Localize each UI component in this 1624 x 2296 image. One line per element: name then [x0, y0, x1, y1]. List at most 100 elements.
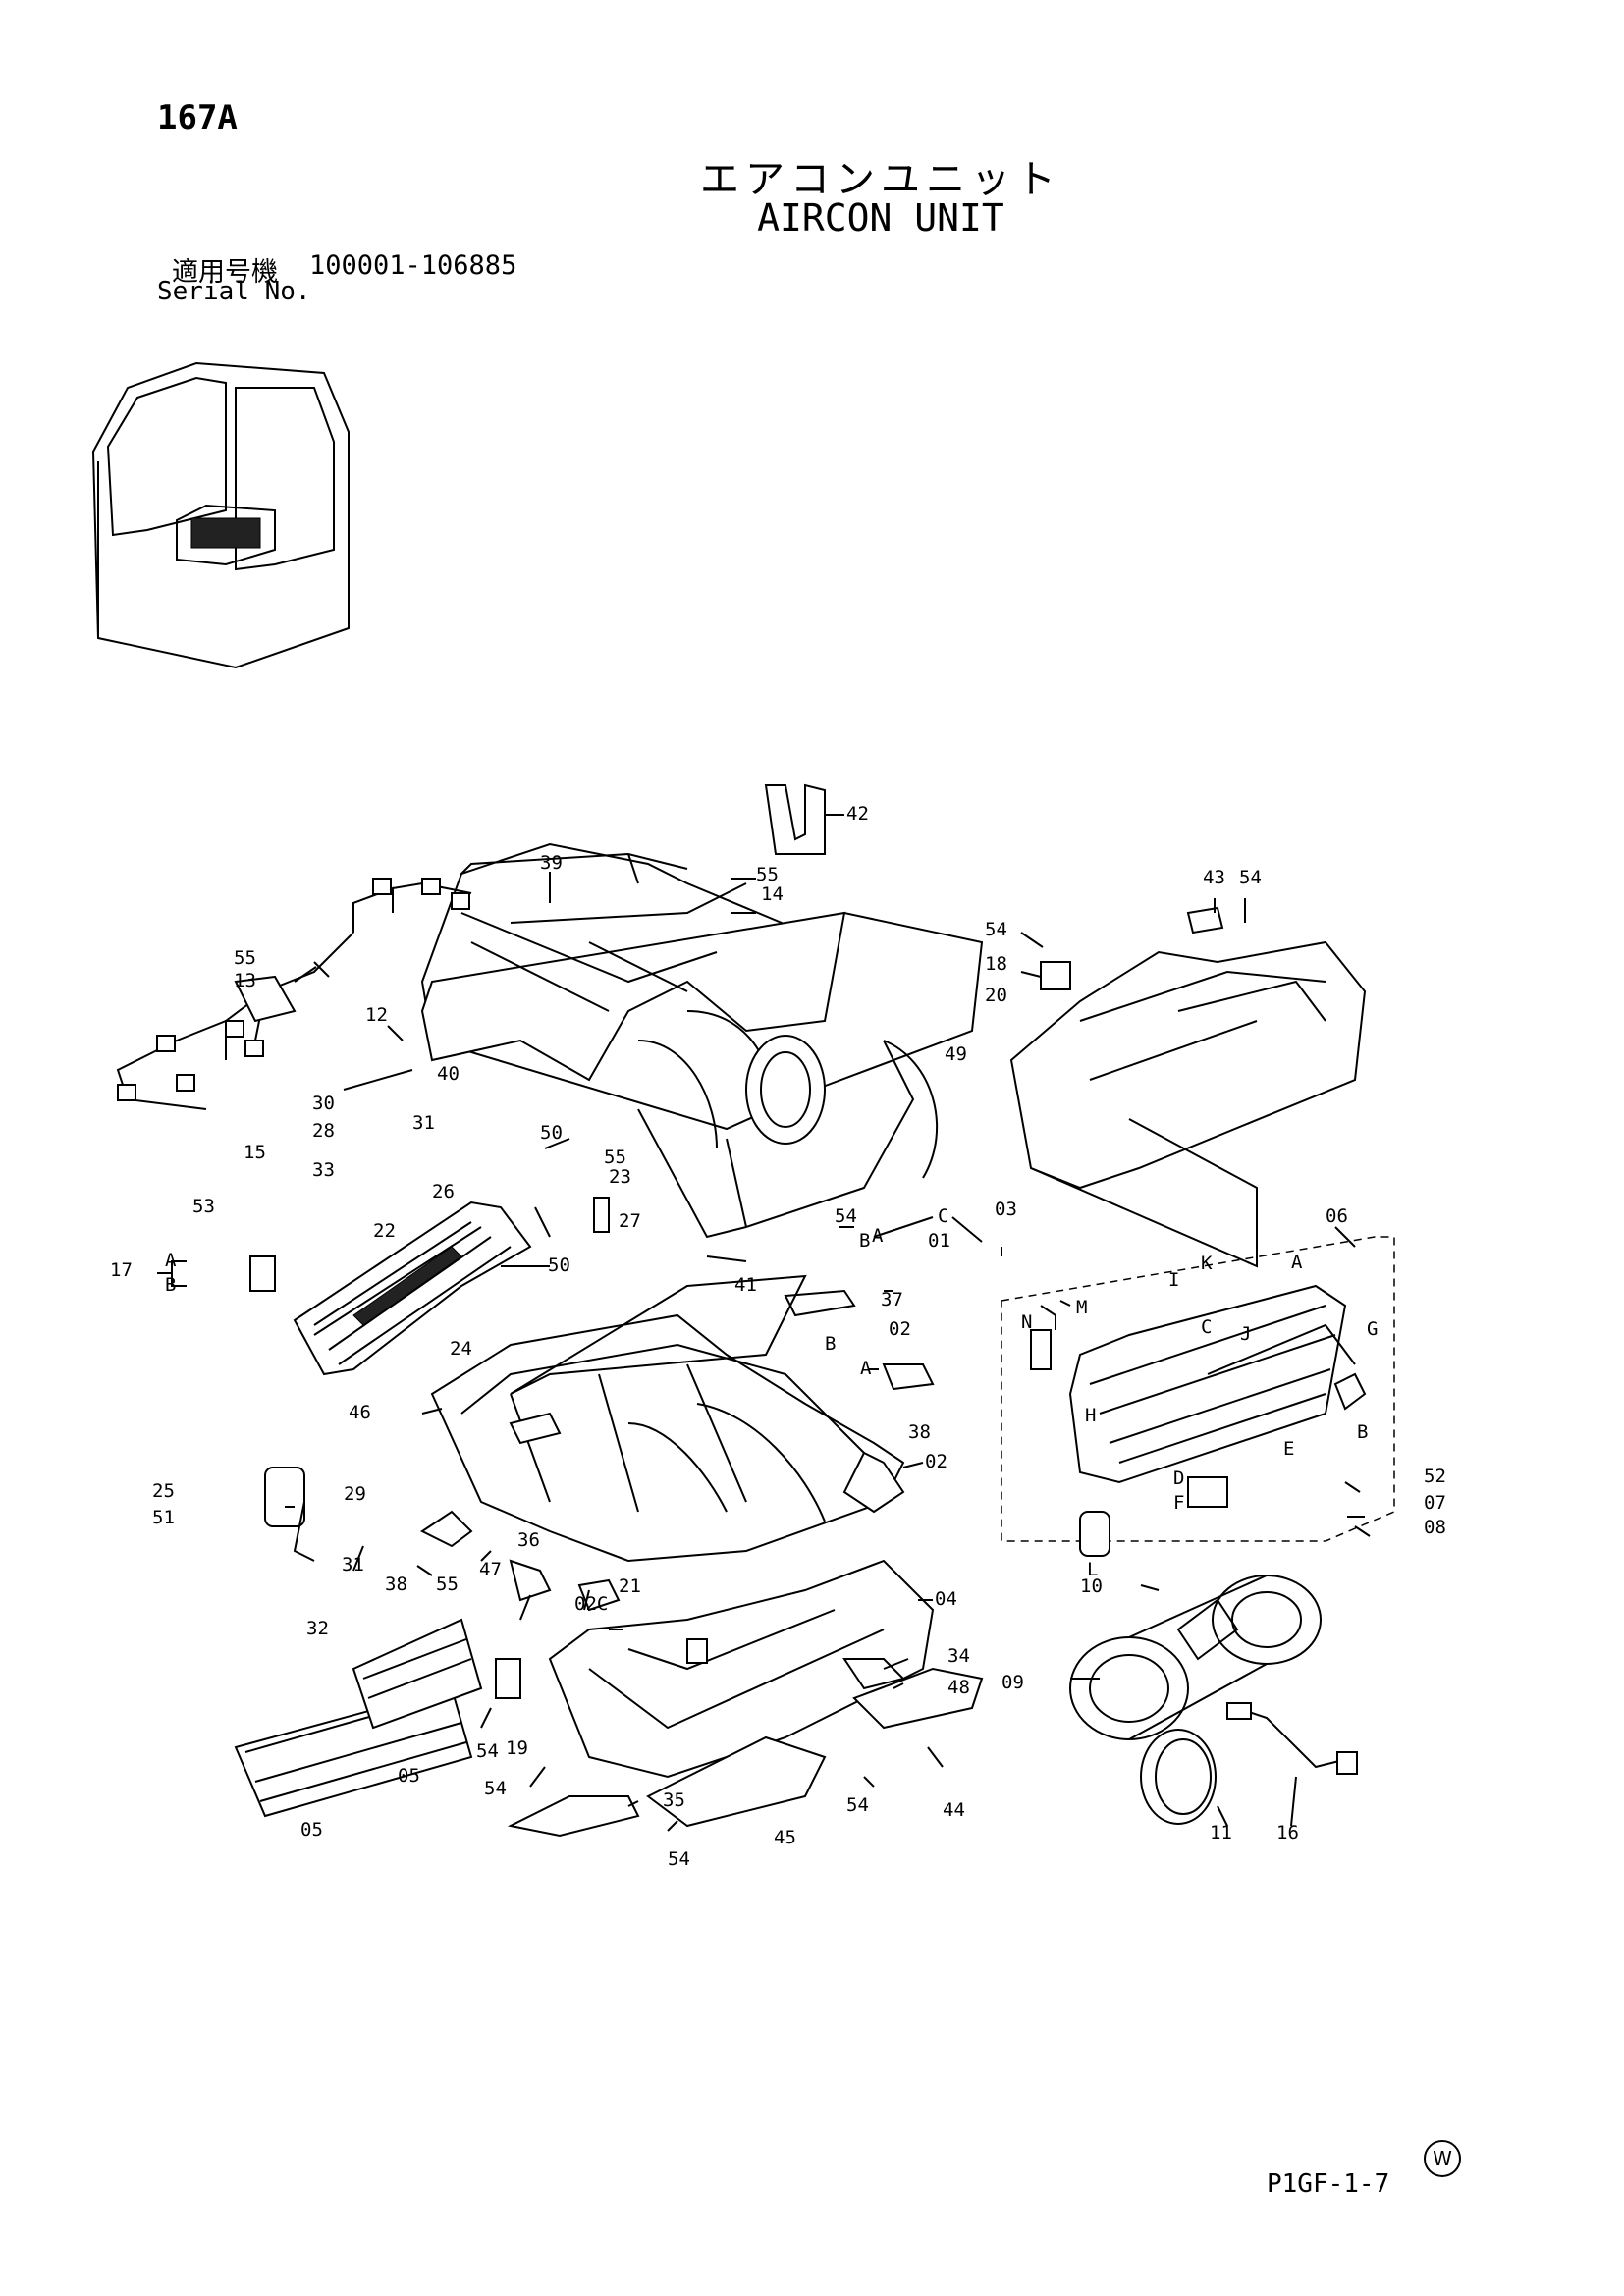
callout-c: C: [1201, 1316, 1212, 1338]
evaporator-detail: [1001, 1236, 1395, 1557]
callout-04: 04: [935, 1588, 957, 1610]
frame: [1009, 940, 1367, 1268]
serial-label-english: Serial No.: [157, 277, 311, 306]
callout-51: 51: [152, 1507, 175, 1528]
callout-35: 35: [663, 1789, 685, 1811]
callout-i: I: [1168, 1269, 1179, 1291]
callout-b: B: [859, 1230, 870, 1252]
callout-17-a: A: [165, 1250, 177, 1271]
page-code: P1GF-1-7: [1267, 2169, 1390, 2199]
title-japanese: エアコンユニット: [700, 157, 1061, 202]
callout-54: 54: [846, 1794, 869, 1816]
callout-h: H: [1085, 1405, 1096, 1426]
callout-05: 05: [398, 1765, 420, 1787]
callout-26: 26: [432, 1181, 455, 1202]
callout-50: 50: [548, 1255, 570, 1276]
title-english: AIRCON UNIT: [757, 196, 1004, 240]
callout-42: 42: [846, 803, 869, 825]
callout-b: B: [825, 1333, 836, 1355]
callout-15: 15: [244, 1142, 266, 1163]
heater-core: [293, 1201, 532, 1376]
callout-13: 13: [234, 970, 256, 991]
cab-thumbnail: [91, 361, 350, 669]
callout-n: N: [1021, 1311, 1032, 1333]
callout-55: 55: [234, 947, 256, 969]
callout-31: 31: [342, 1554, 364, 1575]
callout-54: 54: [476, 1740, 499, 1762]
callout-f: F: [1173, 1492, 1184, 1514]
callout-e: E: [1283, 1438, 1294, 1460]
callout-j: J: [1240, 1323, 1251, 1345]
callout-50: 50: [540, 1122, 563, 1144]
callout-20: 20: [985, 985, 1007, 1006]
callout-47: 47: [479, 1559, 502, 1580]
callout-30: 30: [312, 1093, 335, 1114]
callout-01: 01: [928, 1230, 950, 1252]
callout-labels: 42 39 55 14 54 18 20 43 54 55 13 12 40 4…: [110, 803, 1446, 1870]
callout-36: 36: [517, 1529, 540, 1551]
callout-27: 27: [619, 1210, 641, 1232]
callout-23: 23: [609, 1166, 631, 1188]
callout-55: 55: [756, 864, 779, 885]
callout-55: 55: [436, 1574, 459, 1595]
callout-k: K: [1201, 1253, 1213, 1274]
callout-48: 48: [947, 1677, 970, 1698]
callout-c: C: [938, 1205, 948, 1227]
callout-29: 29: [344, 1483, 366, 1505]
callout-02: 02: [925, 1451, 947, 1472]
callout-45: 45: [774, 1827, 796, 1848]
callout-40: 40: [437, 1063, 460, 1085]
callout-44: 44: [943, 1799, 965, 1821]
callout-28: 28: [312, 1120, 335, 1142]
callout-g: G: [1367, 1318, 1378, 1340]
callout-54: 54: [484, 1778, 507, 1799]
callout-12: 12: [365, 1004, 388, 1026]
callout-37: 37: [881, 1289, 903, 1310]
page-number: 167A: [157, 98, 238, 137]
upper-case: [420, 842, 984, 1239]
callout-07: 07: [1424, 1492, 1446, 1514]
callout-34: 34: [947, 1645, 970, 1667]
callout-25: 25: [152, 1480, 175, 1502]
callout-21: 21: [619, 1575, 641, 1597]
callout-54: 54: [985, 919, 1007, 940]
callout-05: 05: [300, 1819, 323, 1841]
w-mark-icon: W: [1424, 2140, 1461, 2177]
callout-22: 22: [373, 1220, 396, 1242]
callout-31: 31: [412, 1112, 435, 1134]
callout-43: 43: [1203, 867, 1225, 888]
callout-a: A: [872, 1225, 884, 1247]
callout-54: 54: [835, 1205, 857, 1227]
callout-09: 09: [1001, 1672, 1024, 1693]
callout-53: 53: [192, 1196, 215, 1217]
callout-18: 18: [985, 953, 1007, 975]
callout-02c: 02C: [574, 1593, 608, 1615]
bottom-case: [548, 1559, 935, 1779]
callout-06: 06: [1326, 1205, 1348, 1227]
callout-46: 46: [349, 1402, 371, 1423]
callout-19: 19: [506, 1737, 528, 1759]
callout-02: 02: [889, 1318, 911, 1340]
callout-08: 08: [1424, 1517, 1446, 1538]
callout-10: 10: [1080, 1575, 1103, 1597]
callout-16: 16: [1276, 1822, 1299, 1843]
blower-assembly: [1069, 1575, 1358, 1825]
callout-11: 11: [1210, 1822, 1232, 1843]
callout-m: M: [1076, 1297, 1087, 1318]
callout-52: 52: [1424, 1466, 1446, 1487]
callout-17-b: B: [165, 1274, 176, 1296]
callout-38: 38: [385, 1574, 407, 1595]
serial-label-japanese: 適用号機: [172, 257, 278, 288]
callout-49: 49: [945, 1043, 967, 1065]
small-parts: [234, 783, 1224, 1838]
callout-b: B: [1357, 1421, 1368, 1443]
lower-case: [430, 1313, 905, 1563]
callout-32: 32: [306, 1618, 329, 1639]
callout-03: 03: [995, 1199, 1017, 1220]
callout-54: 54: [1239, 867, 1262, 888]
callout-38: 38: [908, 1421, 931, 1443]
callout-24: 24: [450, 1338, 472, 1360]
callout-41: 41: [734, 1274, 757, 1296]
callout-39: 39: [540, 852, 563, 874]
